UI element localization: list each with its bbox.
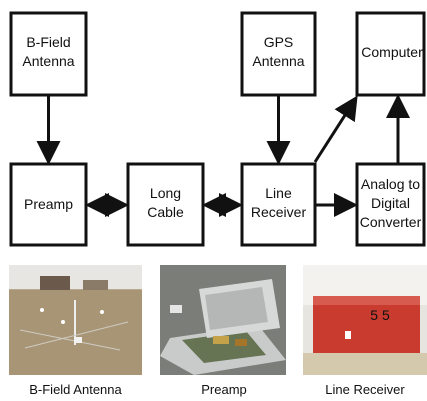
block-computer-line1: Computer bbox=[361, 44, 423, 60]
block-adc-line2: Digital bbox=[371, 195, 410, 211]
caption-preamp: Preamp bbox=[201, 382, 247, 397]
block-computer: Computer bbox=[355, 11, 426, 97]
block-adc: Analog to Digital Converter bbox=[355, 162, 426, 247]
block-long-cable-line1: Long bbox=[150, 185, 181, 201]
block-bfield-antenna-line1: B-Field bbox=[26, 34, 70, 50]
block-line-receiver: Line Receiver bbox=[240, 162, 317, 247]
photo-line-receiver: 5 5 bbox=[303, 265, 427, 375]
photo-bfield-antenna bbox=[9, 265, 142, 375]
block-gps-antenna: GPS Antenna bbox=[240, 11, 317, 97]
block-gps-antenna-line1: GPS bbox=[264, 34, 294, 50]
caption-line-receiver: Line Receiver bbox=[325, 382, 405, 397]
block-adc-line1: Analog to bbox=[361, 176, 420, 192]
block-long-cable: Long Cable bbox=[126, 162, 205, 247]
block-bfield-antenna-line2: Antenna bbox=[22, 53, 74, 69]
block-line-receiver-line2: Receiver bbox=[251, 204, 307, 220]
block-bfield-antenna: B-Field Antenna bbox=[9, 11, 88, 97]
block-adc-line3: Converter bbox=[360, 214, 422, 230]
block-preamp-line1: Preamp bbox=[24, 196, 73, 212]
caption-bfield-antenna: B-Field Antenna bbox=[29, 382, 122, 397]
block-long-cable-line2: Cable bbox=[147, 204, 184, 220]
block-preamp: Preamp bbox=[9, 162, 88, 247]
arrow-line-receiver-to-computer bbox=[313, 95, 358, 163]
photo-preamp bbox=[160, 265, 286, 375]
block-line-receiver-line1: Line bbox=[265, 185, 292, 201]
line-receiver-panel-label: 5 5 bbox=[370, 307, 390, 323]
block-gps-antenna-line2: Antenna bbox=[252, 53, 304, 69]
